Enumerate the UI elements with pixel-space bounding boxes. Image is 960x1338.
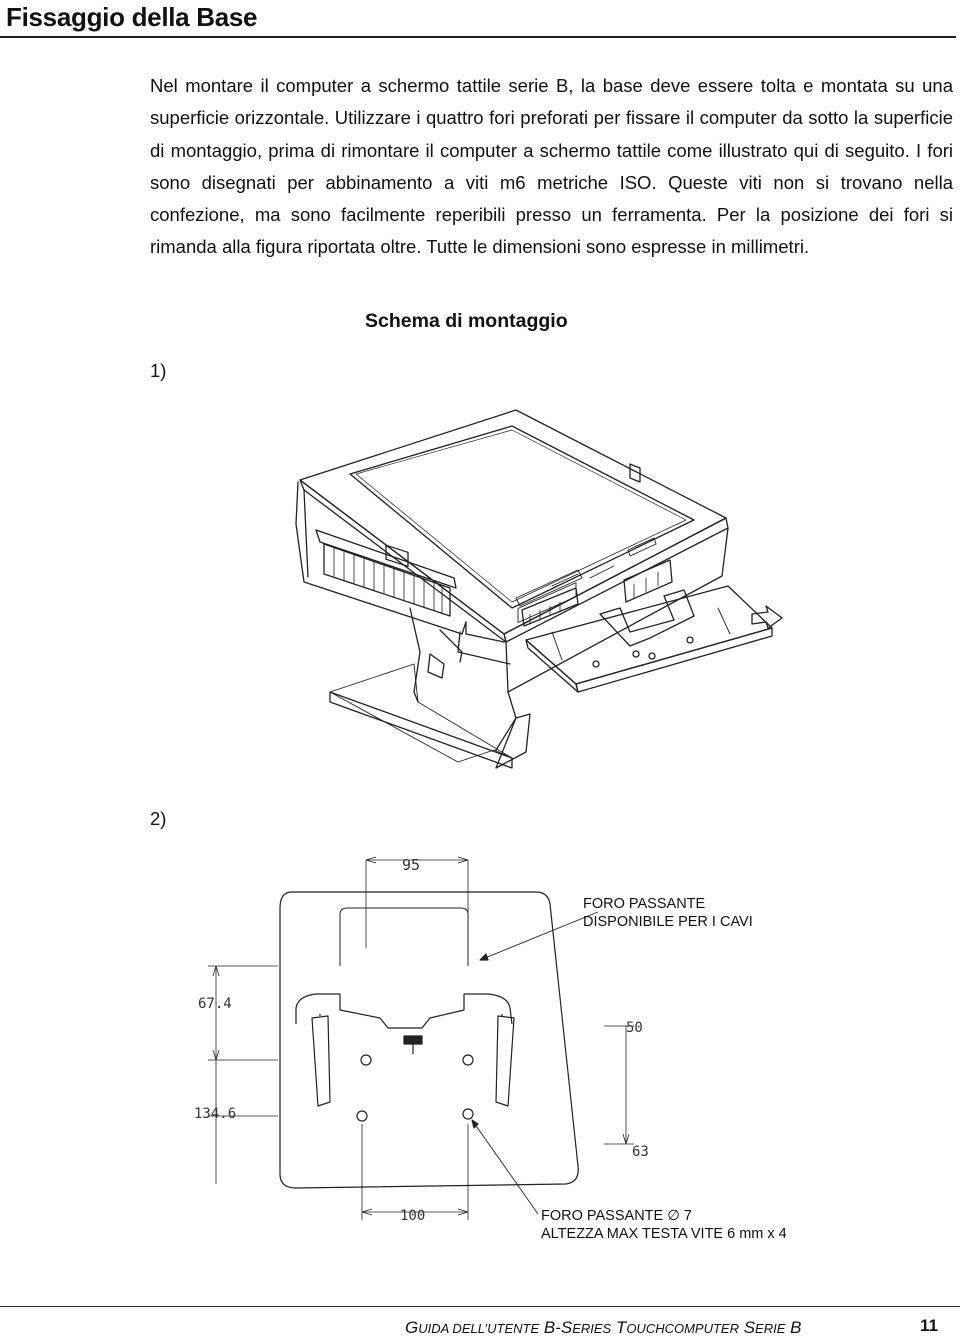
screw-hole-line-1: FORO PASSANTE ∅ 7 (541, 1208, 692, 1224)
dim-95-label: 95 (402, 856, 420, 874)
step-1-label: 1) (150, 360, 167, 381)
title-underline (0, 36, 956, 38)
dim-134-6-label: 134.6 (194, 1106, 236, 1122)
footer-rule (0, 1306, 960, 1307)
screw-hole-line-2: ALTEZZA MAX TESTA VITE 6 mm x 4 (541, 1226, 787, 1242)
instruction-paragraph: Nel montare il computer a schermo tattil… (150, 75, 953, 258)
touchcomputer-assembly-illustration (295, 409, 783, 769)
dim-63-label: 63 (632, 1144, 649, 1160)
dim-100-label: 100 (400, 1208, 425, 1224)
dim-50-label: 50 (626, 1020, 643, 1036)
dim-67-4-label: 67.4 (198, 996, 232, 1012)
screw-hole-callout: FORO PASSANTE ∅ 7 ALTEZZA MAX TESTA VITE… (541, 1207, 787, 1243)
footer-title: GUIDA DELL’UTENTE B-SERIES TOUCHCOMPUTER… (405, 1318, 802, 1337)
step-2-label: 2) (150, 808, 167, 829)
page-title: Fissaggio della Base (6, 2, 258, 32)
cable-hole-line-1: FORO PASSANTE (583, 896, 706, 912)
page-number: 11 (920, 1316, 938, 1335)
cable-hole-line-2: DISPONIBILE PER I CAVI (583, 914, 753, 930)
mounting-hole-diagram: 95 67.4 134.6 50 63 100 (194, 856, 649, 1224)
schema-title: Schema di montaggio (365, 310, 568, 332)
cable-hole-callout: FORO PASSANTE DISPONIBILE PER I CAVI (583, 895, 753, 931)
